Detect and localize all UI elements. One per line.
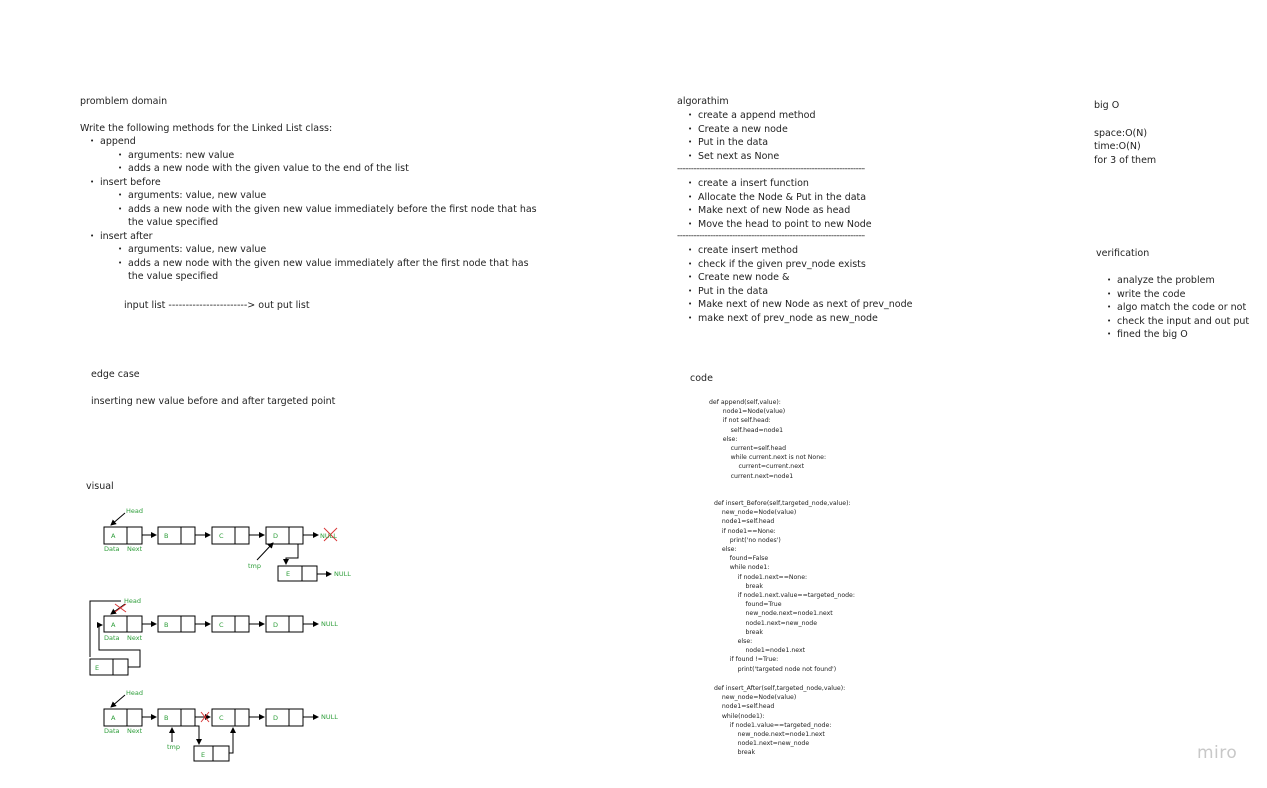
node-d-box (265, 526, 304, 545)
algorithm-step: Create new node & (688, 271, 912, 285)
method-detail-text: the value specified (128, 271, 219, 282)
null-label: NULL (321, 713, 338, 721)
next-label: Next (127, 727, 143, 735)
algorithm-title: algorathim (677, 96, 729, 107)
algorithm-group-3: create insert method check if the given … (688, 244, 912, 326)
io-line: input list -----------------------> out … (124, 300, 310, 311)
code-title: code (690, 373, 713, 384)
node-c-label: C (219, 532, 224, 540)
algorithm-step: Create a new node (688, 123, 816, 137)
head-label: Head (124, 597, 141, 605)
node-c-label: C (219, 621, 224, 629)
verification-item: check the input and out put (1107, 315, 1249, 329)
algorithm-group-1: create a append method Create a new node… (688, 109, 816, 164)
tmp-label: tmp (248, 562, 261, 570)
algorithm-step: Allocate the Node & Put in the data (688, 191, 872, 205)
visual-title: visual (86, 481, 114, 492)
method-name: append (100, 136, 136, 147)
null-label: NULL (320, 532, 337, 540)
verification-item: analyze the problem (1107, 274, 1249, 288)
method-insert-after: insert after (90, 230, 537, 244)
node-b-label: B (164, 532, 168, 540)
edge-case-text: inserting new value before and after tar… (91, 396, 336, 407)
method-detail-cont: the value specified (128, 270, 537, 284)
algorithm-step: Make next of new Node as head (688, 204, 872, 218)
tmp-label: tmp (167, 743, 180, 751)
big-o-space: space:O(N) (1094, 128, 1148, 139)
node-a-label: A (111, 714, 116, 722)
node-e-label: E (286, 570, 290, 578)
node-a-label: A (111, 532, 116, 540)
next-label: Next (127, 634, 143, 642)
node-e-label: E (201, 751, 205, 759)
method-detail: adds a new node with the given new value… (118, 257, 537, 271)
null-label: NULL (334, 570, 351, 578)
method-detail: arguments: new value (118, 149, 537, 163)
code-append: def append(self,value): node1=Node(value… (709, 399, 827, 480)
node-b-label: B (164, 714, 168, 722)
problem-method-list: append arguments: new value adds a new n… (90, 135, 537, 284)
algorithm-step: create a append method (688, 109, 815, 123)
algorithm-step: Make next of new Node as next of prev_no… (688, 298, 912, 312)
data-label: Data (104, 545, 120, 553)
code-insert-after: def insert_After(self,targeted_node,valu… (714, 685, 846, 757)
verification-item: algo match the code or not (1107, 301, 1249, 315)
method-insert-before: insert before (90, 176, 537, 190)
big-o-title: big O (1094, 100, 1120, 111)
next-label: Next (127, 545, 143, 553)
linked-list-diagram: Head Data Next A B C D NULL tmp E NULL H… (89, 507, 351, 762)
algorithm-step: Set next as None (688, 150, 816, 164)
problem-domain-title: promblem domain (80, 96, 168, 107)
algorithm-step: check if the given prev_node exists (688, 258, 912, 272)
method-append: append (90, 135, 537, 149)
algorithm-step: Put in the data (688, 136, 816, 150)
node-c-label: C (219, 714, 224, 722)
problem-intro: Write the following methods for the Link… (80, 123, 333, 134)
verification-item: write the code (1107, 288, 1249, 302)
head-label: Head (126, 507, 143, 515)
algorithm-step: Move the head to point to new Node (688, 218, 872, 232)
node-d-label: D (273, 714, 278, 722)
node-e-label: E (95, 664, 99, 672)
head-label: Head (126, 689, 143, 697)
separator: ----------------------------------------… (677, 231, 865, 241)
algorithm-step: create a insert function (688, 177, 872, 191)
node-a-label: A (111, 621, 116, 629)
method-detail-cont: the value specified (128, 216, 537, 230)
algorithm-step: create insert method (688, 244, 912, 258)
node-d-label: D (273, 532, 278, 540)
null-label: NULL (321, 620, 338, 628)
data-label: Data (104, 634, 120, 642)
algorithm-step: make next of prev_node as new_node (688, 312, 912, 326)
verification-list: analyze the problem write the code algo … (1107, 274, 1249, 342)
node-a-box (103, 526, 143, 545)
verification-item: fined the big O (1107, 328, 1249, 342)
node-e-box (277, 565, 318, 582)
miro-logo: miro (1197, 743, 1238, 763)
big-o-note: for 3 of them (1094, 155, 1157, 166)
method-detail: adds a new node with the given new value… (118, 203, 537, 217)
method-detail: arguments: value, new value (118, 243, 537, 257)
algorithm-step: Put in the data (688, 285, 912, 299)
big-o-time: time:O(N) (1094, 141, 1141, 152)
method-detail: adds a new node with the given value to … (118, 162, 537, 176)
code-insert-before: def insert_Before(self,targeted_node,val… (714, 500, 855, 673)
node-c-box (211, 526, 250, 545)
data-label: Data (104, 727, 120, 735)
method-name: insert after (100, 230, 153, 242)
verification-title: verification (1096, 248, 1150, 259)
method-name: insert before (100, 176, 161, 188)
method-detail: arguments: value, new value (118, 189, 537, 203)
method-detail-text: the value specified (128, 217, 219, 228)
algorithm-group-2: create a insert function Allocate the No… (688, 177, 872, 232)
edge-case-title: edge case (91, 369, 140, 380)
node-d-label: D (273, 621, 278, 629)
separator: ----------------------------------------… (677, 164, 865, 174)
node-b-label: B (164, 621, 168, 629)
